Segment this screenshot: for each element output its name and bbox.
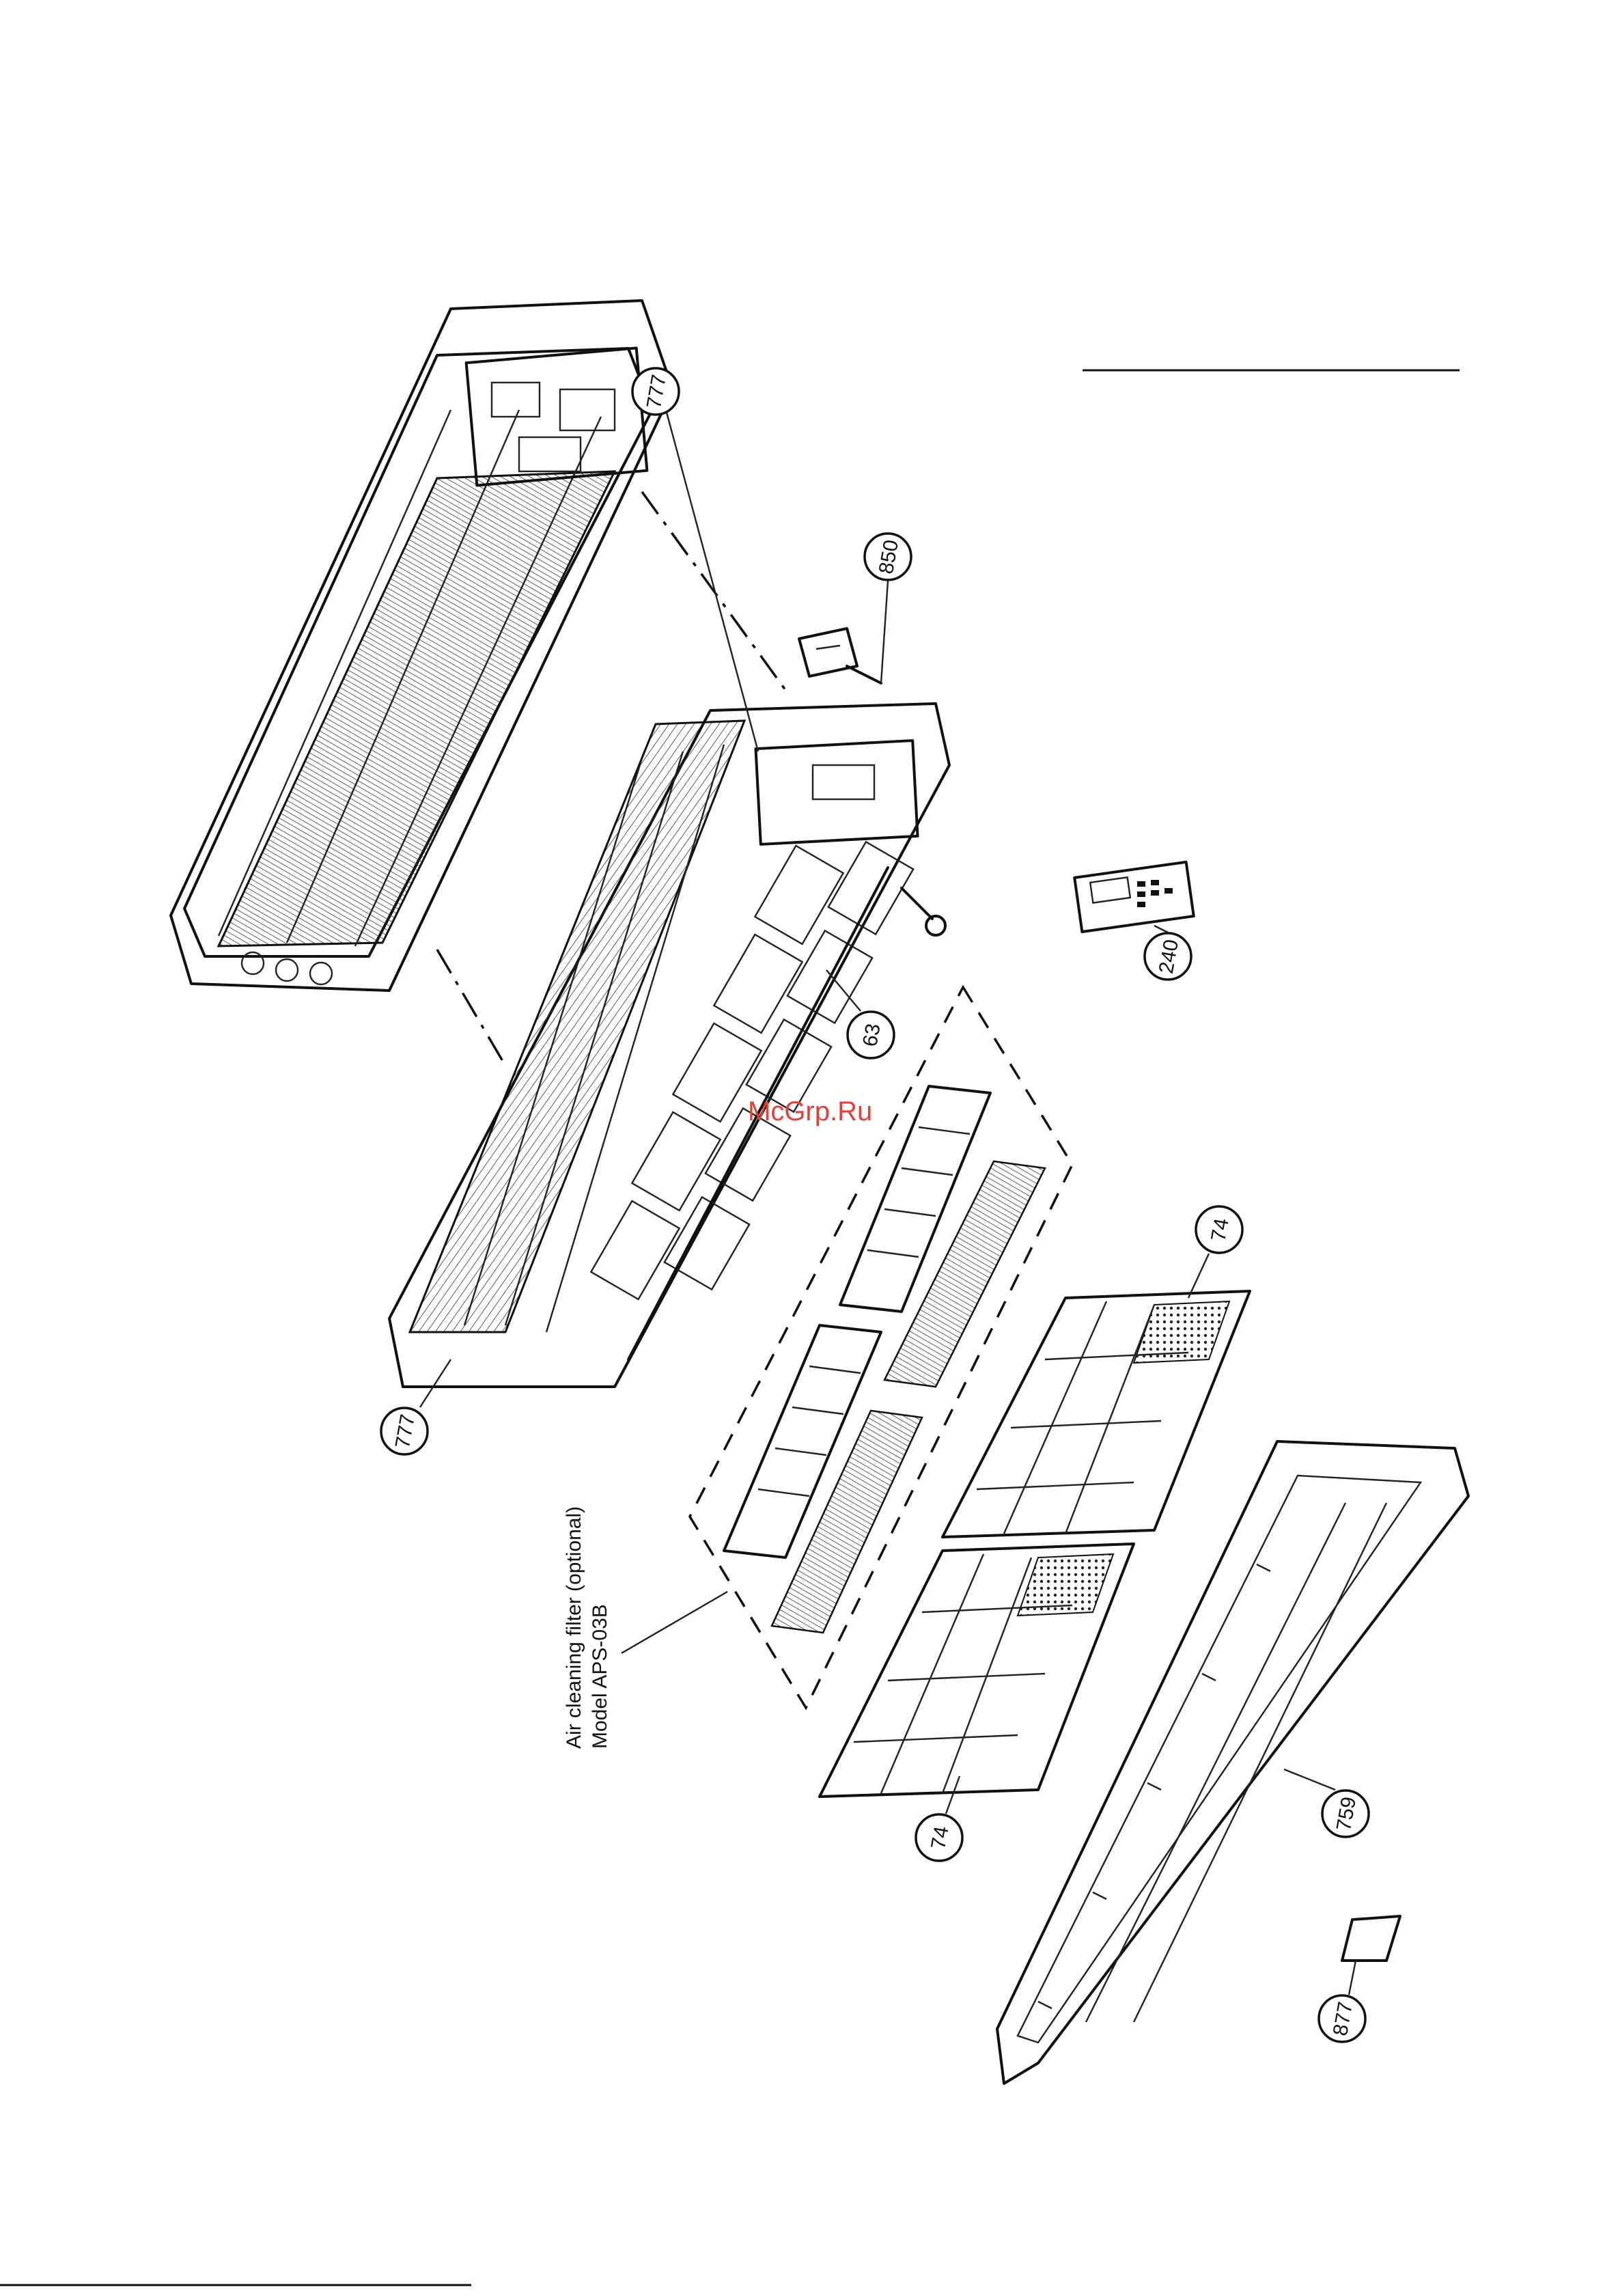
filter-note-line2: Model APS-03B xyxy=(589,1604,611,1749)
label-part xyxy=(1342,1916,1400,1961)
watermark: McGrp.Ru xyxy=(748,1096,872,1126)
callout-777-top: 777 xyxy=(632,368,758,751)
air-filter-right xyxy=(943,1291,1250,1537)
alignment-line-upper xyxy=(642,492,785,690)
callout-74-left: 74 xyxy=(916,1776,962,1861)
filter-note: Air cleaning filter (optional) Model APS… xyxy=(563,1506,727,1749)
callout-777-bottom: 777 xyxy=(381,1359,451,1454)
remote-control xyxy=(1074,862,1194,932)
callout-74-right-label: 74 xyxy=(1207,1217,1233,1243)
alignment-line-lower xyxy=(437,950,505,1066)
front-panel xyxy=(997,1441,1468,2084)
callout-850: 850 xyxy=(865,534,911,683)
callout-74-right: 74 xyxy=(1188,1206,1242,1298)
callout-877: 877 xyxy=(1319,1961,1365,2042)
callout-63: 63 xyxy=(826,970,894,1058)
callout-759: 759 xyxy=(1284,1769,1369,1837)
callout-63-label: 63 xyxy=(859,1022,884,1049)
filter-note-line1: Air cleaning filter (optional) xyxy=(563,1506,585,1749)
callout-240: 240 xyxy=(1145,926,1191,980)
screw xyxy=(902,888,945,935)
callout-74-left-label: 74 xyxy=(927,1825,953,1851)
clip-part xyxy=(799,628,881,683)
